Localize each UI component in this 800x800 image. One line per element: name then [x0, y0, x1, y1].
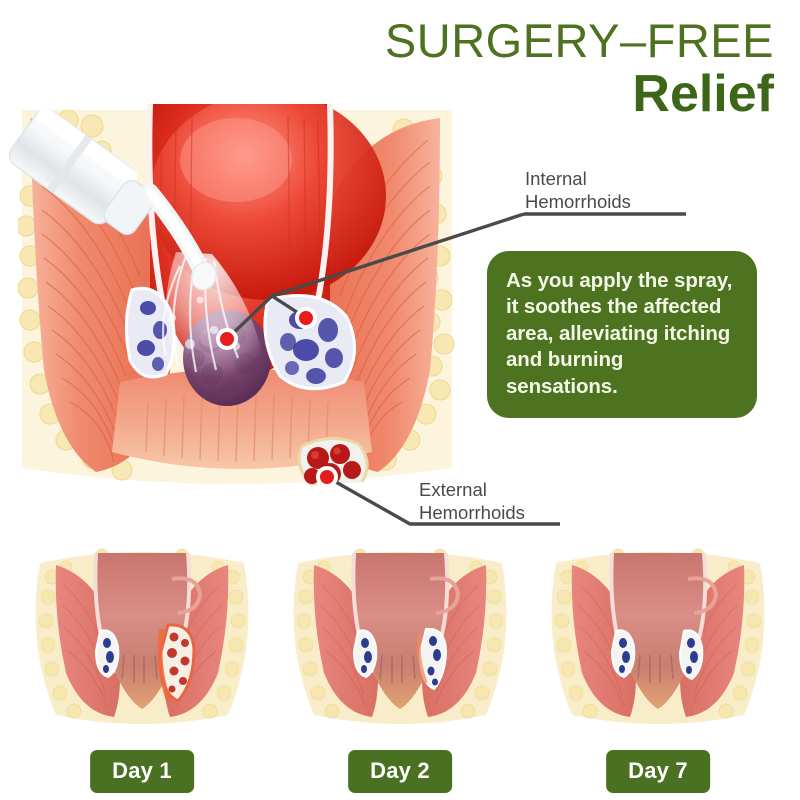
- spray-benefit-callout: As you apply the spray, it soothes the a…: [487, 251, 757, 418]
- external-hemorrhoid-leader: [316, 466, 560, 526]
- spray-applicator: [8, 107, 217, 291]
- external-marker-dot: [316, 466, 338, 488]
- headline-line-1: SURGERY–FREE: [384, 14, 774, 67]
- progression-art-day-7: [551, 548, 765, 724]
- venous-plexus-left: [124, 286, 176, 379]
- progression-card: Day 2: [280, 533, 520, 800]
- day-badge: Day 7: [606, 750, 710, 793]
- progression-art-day-1: [35, 548, 249, 724]
- progression-art-day-2: [293, 548, 507, 724]
- external-label-line-2: Hemorrhoids: [419, 502, 525, 523]
- internal-label-line-2: Hemorrhoids: [525, 191, 631, 212]
- day-badge: Day 2: [348, 750, 452, 793]
- external-hemorrhoids-label: External Hemorrhoids: [419, 478, 525, 524]
- progression-card: Day 1: [22, 533, 262, 800]
- internal-marker-dot-b: [295, 307, 317, 329]
- internal-hemorrhoids-label: Internal Hemorrhoids: [525, 167, 631, 213]
- headline-line-2: Relief: [632, 65, 774, 123]
- internal-marker-dot-a: [216, 328, 238, 350]
- internal-label-line-1: Internal: [525, 168, 587, 189]
- headline-block: SURGERY–FREE Relief: [384, 14, 774, 123]
- rectum-highlight: [180, 118, 292, 202]
- callout-text: As you apply the spray, it soothes the a…: [506, 269, 733, 398]
- progression-card: Day 7: [538, 533, 778, 800]
- external-label-line-1: External: [419, 479, 487, 500]
- internal-hemorrhoid-leader: [216, 212, 686, 350]
- progression-row: Day 1: [0, 533, 800, 800]
- day-badge: Day 1: [90, 750, 194, 793]
